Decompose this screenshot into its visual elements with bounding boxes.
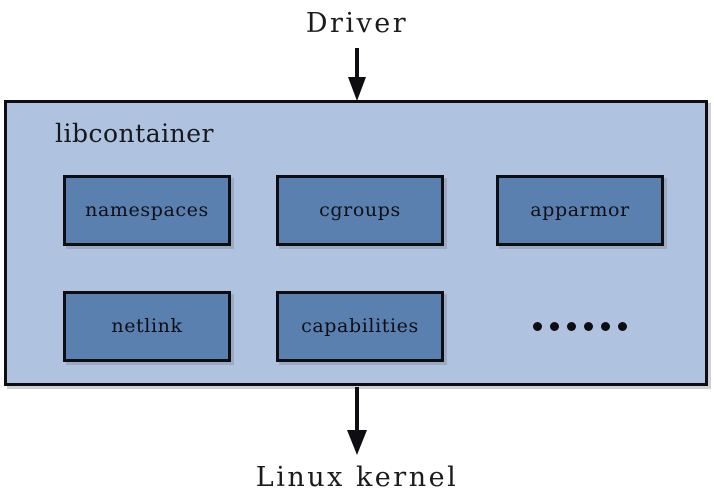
module-label-apparmor: apparmor: [530, 199, 630, 221]
ellipsis-dot: [601, 322, 610, 331]
ellipsis-dot: [533, 322, 542, 331]
ellipsis-dot: [584, 322, 593, 331]
module-label-netlink: netlink: [111, 315, 183, 337]
ellipsis-dot: [618, 322, 627, 331]
libcontainer-container: libcontainer namespaces cgroups apparmor…: [4, 100, 708, 386]
module-box-namespaces[interactable]: namespaces: [63, 175, 231, 246]
module-row-bottom: netlink capabilities: [7, 291, 705, 362]
module-label-cgroups: cgroups: [319, 199, 401, 221]
ellipsis-dot: [567, 322, 576, 331]
linux-kernel-label: Linux kernel: [255, 462, 459, 493]
driver-label: Driver: [305, 8, 409, 39]
module-box-cgroups[interactable]: cgroups: [276, 175, 444, 246]
module-label-capabilities: capabilities: [301, 315, 419, 337]
module-ellipsis-dots: [496, 291, 664, 362]
module-row-top: namespaces cgroups apparmor: [7, 175, 705, 246]
module-box-capabilities[interactable]: capabilities: [276, 291, 444, 362]
module-box-netlink[interactable]: netlink: [63, 291, 231, 362]
libcontainer-label: libcontainer: [55, 119, 214, 148]
ellipsis-dot: [550, 322, 559, 331]
module-box-apparmor[interactable]: apparmor: [496, 175, 664, 246]
module-label-namespaces: namespaces: [85, 199, 209, 221]
